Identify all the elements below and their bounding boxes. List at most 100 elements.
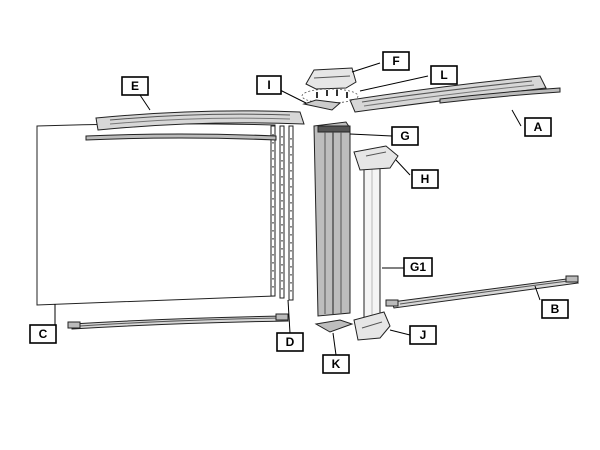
strip-hole xyxy=(290,250,292,252)
strip-hole xyxy=(290,186,292,188)
strip-hole xyxy=(290,290,292,292)
strip-hole xyxy=(272,254,274,256)
strip-hole xyxy=(272,286,274,288)
strip-hole xyxy=(281,240,283,242)
strip-hole xyxy=(281,168,283,170)
label-i: I xyxy=(256,75,282,95)
strip-hole xyxy=(290,242,292,244)
svg-text:L: L xyxy=(440,68,447,82)
strip-hole xyxy=(290,146,292,148)
bottom-shoe xyxy=(353,311,391,341)
strip-hole xyxy=(272,278,274,280)
svg-text:G: G xyxy=(400,129,409,143)
strip-hole xyxy=(290,210,292,212)
svg-text:K: K xyxy=(332,357,341,371)
svg-text:D: D xyxy=(286,335,295,349)
svg-text:H: H xyxy=(421,172,430,186)
strip-hole xyxy=(272,166,274,168)
strip-hole xyxy=(272,206,274,208)
strip-hole xyxy=(290,154,292,156)
label-k: K xyxy=(322,354,350,374)
label-g1: G1 xyxy=(403,257,433,277)
strip-hole xyxy=(272,222,274,224)
strip-hole xyxy=(272,190,274,192)
label-f: F xyxy=(382,51,410,71)
strip-hole xyxy=(281,280,283,282)
svg-text:I: I xyxy=(267,78,270,92)
strip-hole xyxy=(281,208,283,210)
strip-hole xyxy=(272,262,274,264)
strip-hole xyxy=(281,264,283,266)
strip-hole xyxy=(290,274,292,276)
strip-hole xyxy=(281,232,283,234)
svg-text:J: J xyxy=(420,328,427,342)
strip-hole xyxy=(290,170,292,172)
strip-hole xyxy=(281,288,283,290)
top-cap xyxy=(305,67,357,90)
strip-hole xyxy=(272,182,274,184)
strip-hole xyxy=(272,214,274,216)
svg-text:B: B xyxy=(551,302,560,316)
bottom-rail-left xyxy=(67,313,289,330)
strip-hole xyxy=(281,256,283,258)
strip-hole xyxy=(281,224,283,226)
strip-hole xyxy=(290,202,292,204)
strip-hole xyxy=(281,192,283,194)
leader-lines xyxy=(54,62,541,356)
strip-hole xyxy=(290,234,292,236)
svg-text:E: E xyxy=(131,79,139,93)
label-a: A xyxy=(524,117,552,137)
label-j: J xyxy=(409,325,437,345)
post-cover xyxy=(363,157,381,319)
wall-panel xyxy=(36,123,276,306)
label-h: H xyxy=(411,169,439,189)
top-rail-left xyxy=(85,110,305,141)
label-e: E xyxy=(121,76,149,96)
svg-text:A: A xyxy=(534,120,543,134)
strip-hole xyxy=(290,282,292,284)
strip-hole xyxy=(272,270,274,272)
upright-post xyxy=(313,121,351,317)
strip-hole xyxy=(272,246,274,248)
strip-hole xyxy=(290,194,292,196)
strip-hole xyxy=(272,238,274,240)
svg-text:G1: G1 xyxy=(410,260,426,274)
strip-hole xyxy=(272,198,274,200)
svg-text:C: C xyxy=(39,327,48,341)
strip-hole xyxy=(281,272,283,274)
strip-hole xyxy=(281,176,283,178)
strip-hole xyxy=(290,162,292,164)
vertical-strips xyxy=(270,125,294,301)
cap-screws xyxy=(301,88,359,104)
strip-hole xyxy=(272,150,274,152)
strip-hole xyxy=(272,142,274,144)
strip-hole xyxy=(281,144,283,146)
strip-hole xyxy=(290,266,292,268)
strip-hole xyxy=(281,200,283,202)
label-l: L xyxy=(430,65,458,85)
label-d: D xyxy=(276,332,304,352)
strip-hole xyxy=(281,136,283,138)
label-b: B xyxy=(541,299,569,319)
strip-hole xyxy=(290,178,292,180)
top-connector xyxy=(353,145,399,171)
top-rail-right xyxy=(349,75,561,113)
svg-text:F: F xyxy=(392,54,399,68)
strip-hole xyxy=(290,226,292,228)
strip-hole xyxy=(281,160,283,162)
strip-hole xyxy=(281,152,283,154)
strip-hole xyxy=(290,258,292,260)
strip-hole xyxy=(281,216,283,218)
strip-hole xyxy=(272,174,274,176)
base-plate xyxy=(314,319,354,333)
strip-hole xyxy=(281,184,283,186)
bottom-rail-right xyxy=(385,275,579,309)
strip-hole xyxy=(281,248,283,250)
top-plate xyxy=(302,99,342,111)
strip-hole xyxy=(272,158,274,160)
strip-hole xyxy=(290,138,292,140)
label-g: G xyxy=(391,126,419,146)
strip-hole xyxy=(272,134,274,136)
label-c: C xyxy=(29,324,57,344)
